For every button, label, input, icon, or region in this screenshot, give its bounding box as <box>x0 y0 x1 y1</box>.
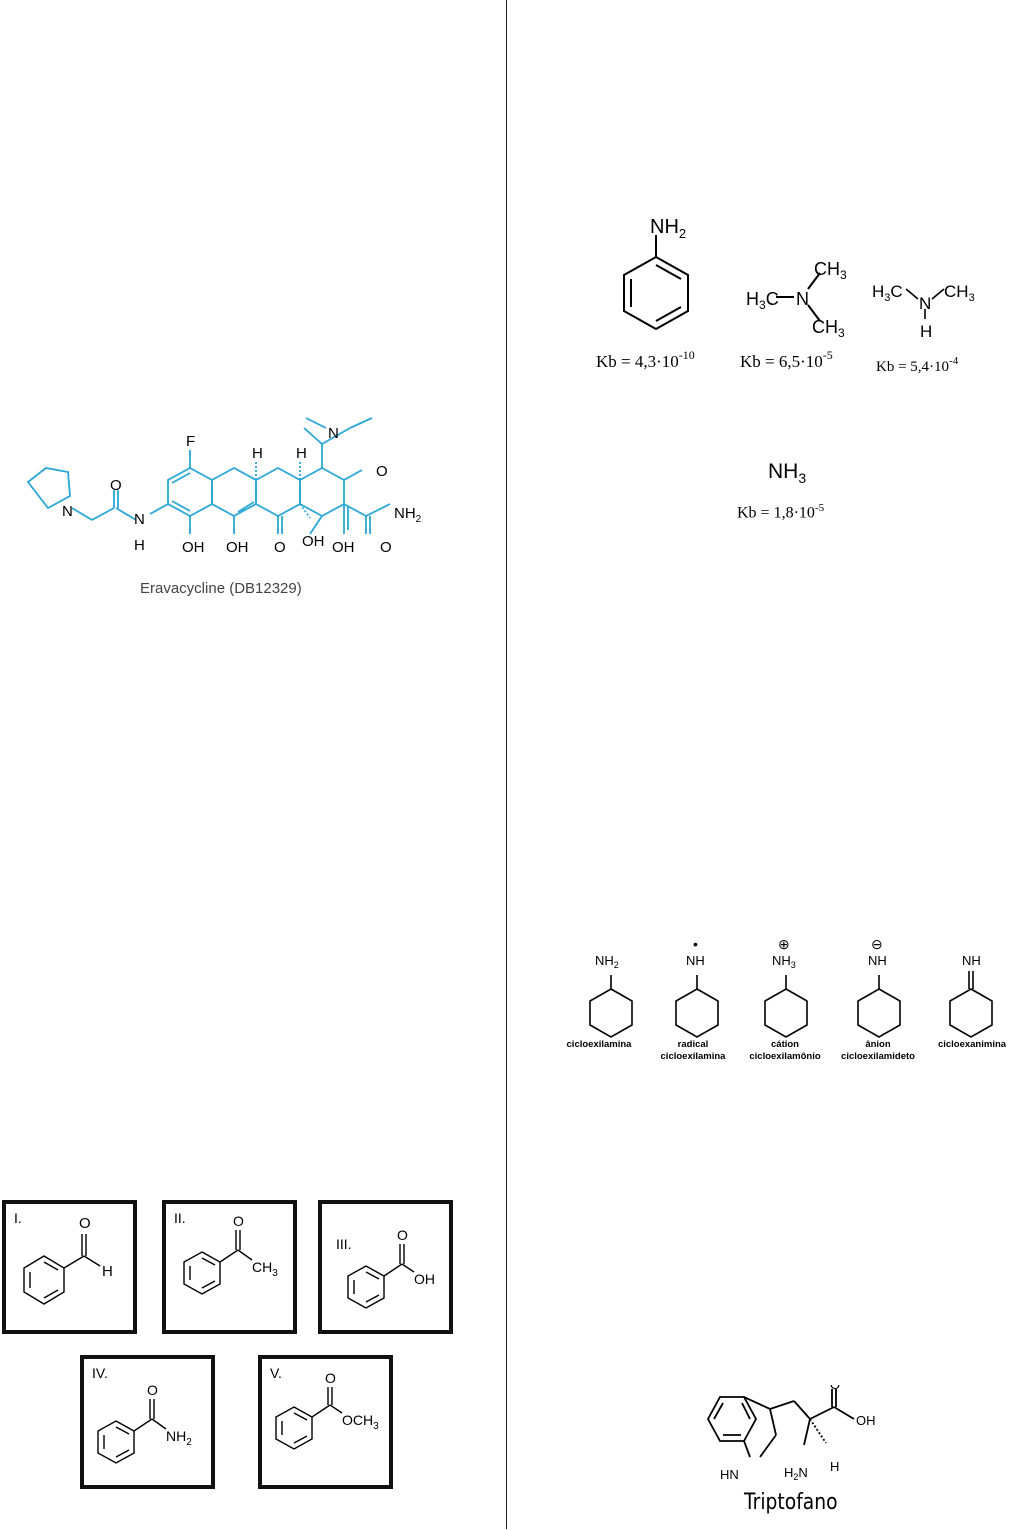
carbonyl-o-2: O <box>233 1213 244 1229</box>
cyclo-mark-4: ⊖ <box>871 936 883 952</box>
atom-F: F <box>186 433 195 450</box>
atom-H1: H <box>252 445 263 462</box>
atom-OH3: OH <box>302 533 325 550</box>
atom-OH4: OH <box>332 539 355 556</box>
carbonyl-o-3: O <box>397 1227 408 1243</box>
atom-O-mid: O <box>274 539 286 556</box>
dimethylamine-n: N <box>919 294 931 313</box>
dimethylamine-left: H3C <box>872 282 903 304</box>
aniline-group: NH2 <box>650 216 686 241</box>
cyclo-name-3a: cátion <box>771 1039 799 1050</box>
ammonia-formula: NH3 <box>768 460 807 487</box>
trimethylamine-left: H3C <box>746 289 779 312</box>
cyclo-group-2: NH <box>686 953 705 968</box>
trimethylamine-n: N <box>796 289 809 309</box>
carbonyl-o-4: O <box>147 1382 158 1398</box>
carbonyl-drawing-1: O H <box>23 1215 113 1305</box>
cyclohexyl-series: NH2 • NH ⊕ NH3 ⊖ NH NH cicloexilamina ra… <box>556 935 1014 1070</box>
carbonyl-sub-2: CH3 <box>252 1259 278 1279</box>
carbonyl-sub-1: H <box>102 1263 113 1280</box>
trimethylamine-kb: Kb = 6,5·10-5 <box>740 348 833 371</box>
aniline-ring <box>623 255 689 331</box>
carbonyl-label-2: II. <box>174 1210 186 1226</box>
carbonyl-drawing-5: O OCH3 <box>275 1370 379 1450</box>
cyclo-name-3b: cicloexilamônio <box>749 1051 820 1062</box>
trp-hn: HN <box>720 1467 739 1482</box>
tryptophan-structure: O OH HN H2N H <box>690 1377 890 1525</box>
atom-NH2: NH2 <box>394 505 422 525</box>
cyclohexyl-drawing: NH2 • NH ⊕ NH3 ⊖ NH NH cicloexilamina ra… <box>567 936 1007 1062</box>
trp-o: O <box>830 1385 840 1392</box>
dimethylamine-kb: Kb = 5,4·10-4 <box>876 355 959 375</box>
cyclo-name-4b: cicloexilamideto <box>841 1051 915 1062</box>
carbonyl-box-4: IV. O NH2 <box>80 1355 215 1489</box>
dimethylamine-h: H <box>920 322 932 341</box>
bases-drawing: NH2 H3C N CH3 CH3 H3C N CH3 H Kb = 4,3·1… <box>596 216 975 375</box>
cyclo-name-1: cicloexilamina <box>567 1039 633 1050</box>
eravacycline-caption: Eravacycline (DB12329) <box>140 580 302 597</box>
trimethylamine-top: CH3 <box>814 259 847 282</box>
tryptophan-drawing: O OH HN H2N H <box>706 1377 876 1482</box>
atom-H2: H <box>296 445 307 462</box>
carbonyl-o-5: O <box>325 1370 336 1386</box>
atom-O-amide: O <box>110 477 122 494</box>
atom-OH2: OH <box>226 539 249 556</box>
carbonyl-sub-4: NH2 <box>166 1428 192 1448</box>
carbonyl-sub-3: OH <box>414 1271 435 1287</box>
cyclo-group-3: NH3 <box>772 953 796 970</box>
carbonyl-label-1: I. <box>14 1210 22 1226</box>
eravacycline-structure: F H H N O NH2 O N N H OH OH O OH OH O <box>10 400 450 600</box>
carbonyl-box-3: III. O OH <box>318 1200 453 1334</box>
cyclo-group-5: NH <box>962 953 981 968</box>
eravacycline-drawing: F H H N O NH2 O N N H OH OH O OH OH O <box>26 417 422 556</box>
atom-O-ketone: O <box>376 463 388 480</box>
atom-N-amide: N <box>134 511 145 528</box>
cyclo-group-4: NH <box>868 953 887 968</box>
carbonyl-drawing-4: O NH2 <box>97 1382 192 1464</box>
cyclo-name-5: cicloexanimina <box>938 1039 1007 1050</box>
trp-h2n: H2N <box>784 1465 808 1482</box>
carbonyl-o-1: O <box>79 1215 91 1232</box>
cyclo-name-4a: ânion <box>865 1039 891 1050</box>
carbonyl-box-5: V. O OCH3 <box>258 1355 393 1489</box>
trp-oh: OH <box>856 1413 876 1428</box>
cyclo-name-2b: cicloexilamina <box>661 1051 727 1062</box>
atom-N-pyrrolidine: N <box>62 503 73 520</box>
trimethylamine-bottom: CH3 <box>812 317 845 340</box>
trp-h: H <box>830 1459 839 1474</box>
atom-H-amide: H <box>134 537 145 554</box>
carbonyl-box-2: II. O CH3 <box>162 1200 297 1334</box>
cyclo-name-2a: radical <box>678 1039 709 1050</box>
cyclo-mark-2: • <box>693 936 698 952</box>
atom-N-dimethyl: N <box>328 425 339 442</box>
carbonyl-sub-5: OCH3 <box>342 1412 379 1432</box>
bases-figure: NH2 H3C N CH3 CH3 H3C N CH3 H Kb = 4,3·1… <box>590 205 990 385</box>
carbonyl-drawing-2: O CH3 <box>183 1213 278 1295</box>
aniline-kb: Kb = 4,3·10-10 <box>596 348 695 371</box>
carbonyl-drawing-3: O OH <box>347 1227 435 1309</box>
tryptophan-caption: Triptofano <box>744 1490 838 1515</box>
cyclo-mark-3: ⊕ <box>778 936 790 952</box>
atom-OH1: OH <box>182 539 205 556</box>
dimethylamine-right: CH3 <box>944 282 975 304</box>
carbonyl-label-3: III. <box>336 1236 352 1252</box>
carbonyl-box-1: I. O H <box>2 1200 137 1334</box>
pyrrolidine-ring <box>26 467 71 510</box>
column-divider <box>506 0 507 1529</box>
carbonyl-label-4: IV. <box>92 1365 108 1381</box>
cyclo-group-1: NH2 <box>595 953 619 970</box>
carbonyl-label-5: V. <box>270 1365 282 1381</box>
atom-O-bottom: O <box>380 539 392 556</box>
ammonia-kb: Kb = 1,8·10-5 <box>737 502 825 522</box>
